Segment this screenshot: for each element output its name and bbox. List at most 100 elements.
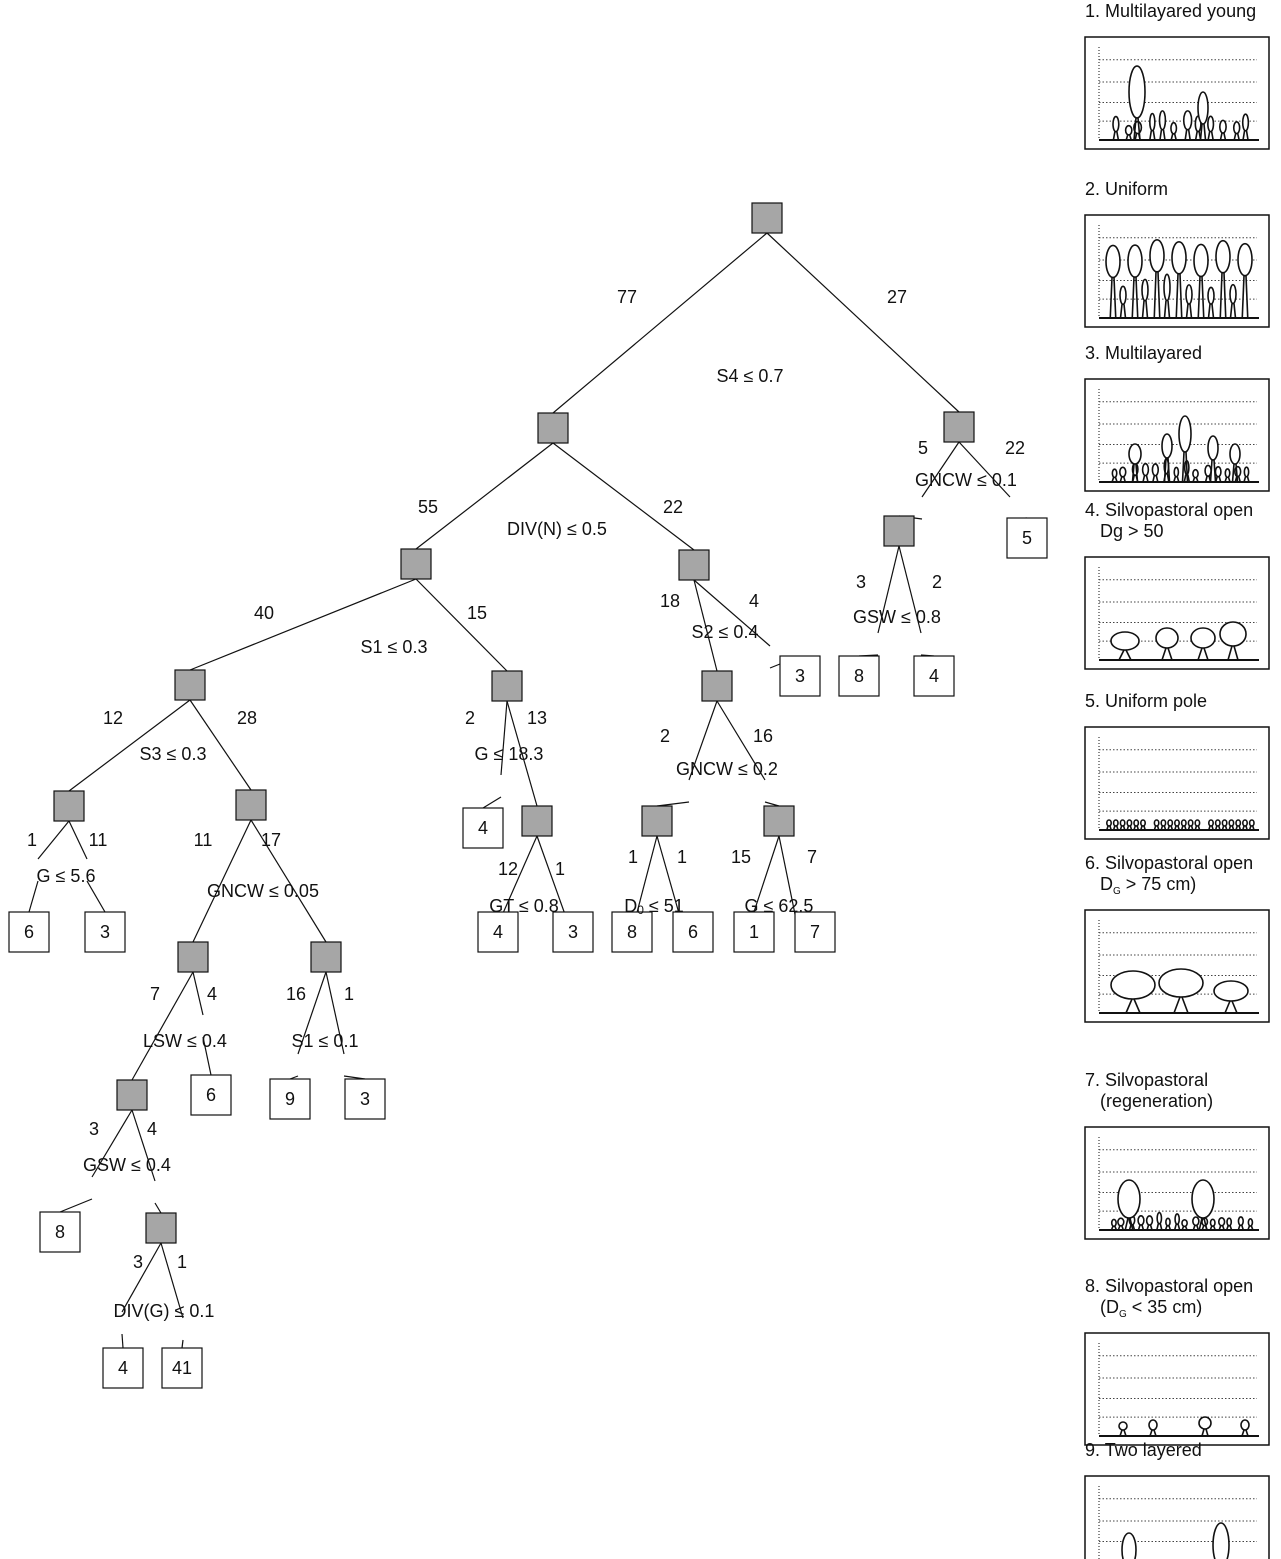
legend-label: (regeneration): [1100, 1091, 1213, 1111]
tree-edge: [131, 1109, 156, 1182]
left-branch-count: 1: [27, 830, 37, 850]
tree-edges: [28, 232, 1028, 1349]
leaf-class-label: 3: [360, 1089, 370, 1109]
leaf-class-label: 8: [627, 922, 637, 942]
split-rule: GNCW ≤ 0.05: [207, 881, 319, 901]
split-rule: S2 ≤ 0.4: [692, 622, 759, 642]
right-branch-count: 22: [1005, 438, 1025, 458]
left-branch-count: 1: [628, 847, 638, 867]
leaf-class-label: 41: [172, 1358, 192, 1378]
leaf-class-label: 5: [1022, 528, 1032, 548]
tree-edge: [766, 232, 960, 413]
leaf-class-label: 3: [568, 922, 578, 942]
tree-edge: [68, 820, 88, 860]
tree-edge: [181, 1339, 184, 1349]
legend-label: 1. Multilayared young: [1085, 1, 1256, 21]
tree-edge: [86, 880, 106, 913]
tree-edge: [154, 1202, 162, 1214]
leaf-class-label: 7: [810, 922, 820, 942]
leaf-node: [462, 807, 504, 849]
split-node: [53, 790, 85, 822]
tree-edge: [160, 1242, 184, 1319]
split-node: [943, 411, 975, 443]
legend-label: DG > 75 cm): [1100, 874, 1196, 897]
tree-edge: [202, 1036, 212, 1076]
left-branch-count: 12: [103, 708, 123, 728]
legend-profile-silvo50: [1084, 556, 1270, 670]
left-branch-count: 11: [194, 830, 213, 850]
tree-edge: [749, 835, 780, 925]
right-branch-count: 22: [663, 497, 683, 517]
split-rule: DIV(N) ≤ 0.5: [507, 519, 607, 539]
right-branch-count: 4: [207, 984, 217, 1004]
left-branch-count: 7: [150, 984, 160, 1004]
split-rule: G ≤ 18.3: [475, 744, 544, 764]
tree-edge: [499, 835, 538, 921]
right-branch-count: 28: [237, 708, 257, 728]
leaf-node: [344, 1078, 386, 1120]
split-node: [310, 941, 342, 973]
left-branch-count: 77: [617, 287, 637, 307]
leaf-node: [672, 911, 714, 953]
legend-label: (DG < 35 cm): [1100, 1297, 1202, 1320]
split-rule: S4 ≤ 0.7: [717, 366, 784, 386]
tree-edge: [688, 700, 718, 781]
leaf-node: [8, 911, 50, 953]
right-branch-count: 27: [887, 287, 907, 307]
legend-profile-regen: [1084, 1126, 1270, 1240]
split-node: [145, 1212, 177, 1244]
legend-profile-two: [1084, 1475, 1270, 1559]
left-branch-count: 18: [660, 591, 680, 611]
leaf-node: [838, 655, 880, 697]
tree-edge: [552, 442, 695, 551]
leaf-node: [161, 1347, 203, 1389]
tree-edge: [121, 1333, 124, 1349]
right-branch-count: 7: [807, 847, 817, 867]
right-branch-count: 13: [527, 708, 547, 728]
legend-profile-pole: [1084, 726, 1270, 840]
split-rule: LSW ≤ 0.4: [143, 1031, 227, 1051]
leaf-node: [779, 655, 821, 697]
legend-profile-multiyoung: [1084, 36, 1270, 150]
left-branch-count: 3: [133, 1252, 143, 1272]
leaf-class-label: 6: [688, 922, 698, 942]
leaf-node: [477, 911, 519, 953]
split-node: [177, 941, 209, 973]
right-branch-count: 2: [932, 572, 942, 592]
leaf-node: [39, 1211, 81, 1253]
legend-label: 9. Two layered: [1085, 1440, 1202, 1460]
legend-label: 7. Silvopastoral: [1085, 1070, 1208, 1090]
split-rule: GSW ≤ 0.4: [83, 1155, 171, 1175]
split-rule: S3 ≤ 0.3: [140, 744, 207, 764]
leaf-node: [913, 655, 955, 697]
split-node: [751, 202, 783, 234]
tree-edge: [693, 579, 771, 647]
leaf-class-label: 9: [285, 1089, 295, 1109]
right-branch-count: 17: [261, 830, 281, 850]
legend-profile-silvo35: [1084, 1332, 1270, 1446]
leaf-class-label: 8: [55, 1222, 65, 1242]
split-node: [174, 669, 206, 701]
legend-profile-uniform: [1084, 214, 1270, 328]
left-branch-count: 3: [856, 572, 866, 592]
tree-edge: [415, 442, 554, 550]
split-node: [491, 670, 523, 702]
left-branch-count: 12: [498, 859, 518, 879]
left-branch-count: 2: [660, 726, 670, 746]
leaf-node: [552, 911, 594, 953]
right-branch-count: 16: [753, 726, 773, 746]
split-node: [641, 805, 673, 837]
tree-edge: [59, 1198, 93, 1213]
tree-edge: [189, 578, 417, 671]
split-rule: GT ≤ 0.8: [489, 896, 559, 916]
leaf-node: [190, 1074, 232, 1116]
tree-edge: [37, 820, 70, 860]
leaf-class-label: 3: [100, 922, 110, 942]
tree-edge: [131, 971, 194, 1081]
tree-edge: [898, 545, 922, 634]
split-rule: DIV(G) ≤ 0.1: [114, 1301, 215, 1321]
split-node: [763, 805, 795, 837]
